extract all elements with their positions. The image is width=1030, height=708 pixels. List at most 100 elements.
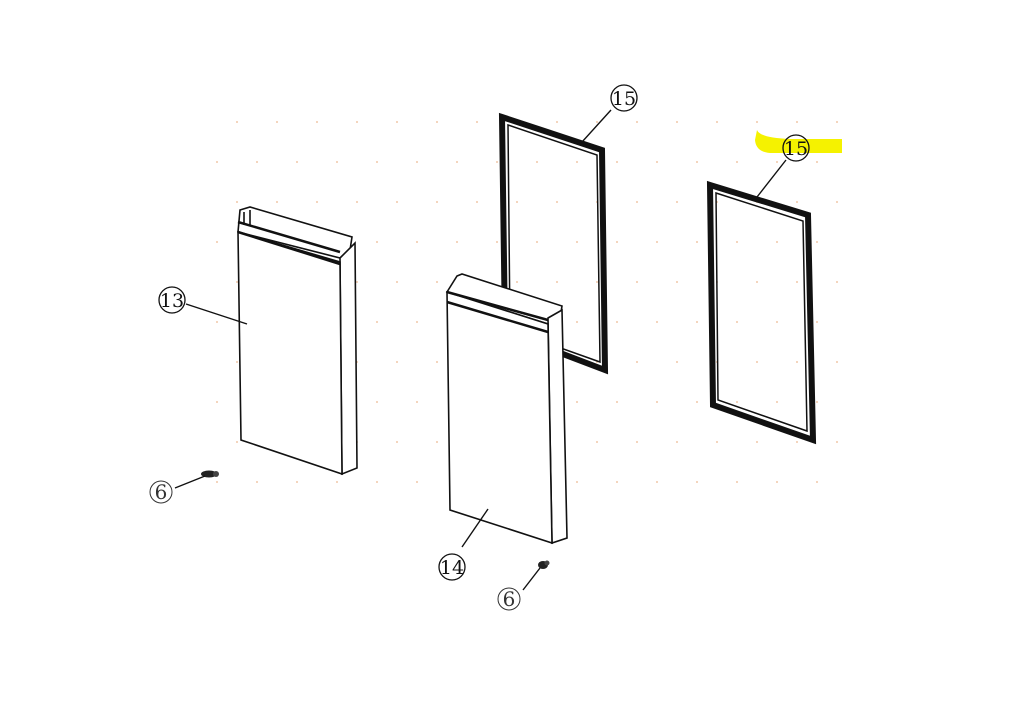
background-dot: [216, 321, 218, 323]
background-dot: [776, 481, 778, 483]
background-dot: [616, 401, 618, 403]
background-dot: [836, 361, 838, 363]
background-dot: [376, 401, 378, 403]
background-dot: [256, 481, 258, 483]
callout-15-right[interactable]: 15: [782, 134, 810, 162]
door-right[interactable]: [445, 273, 568, 545]
background-dot: [476, 121, 478, 123]
background-dot: [696, 401, 698, 403]
background-dot: [816, 161, 818, 163]
callout-14[interactable]: 14: [438, 553, 466, 581]
callout-15-center[interactable]: 15: [610, 84, 638, 112]
background-dot: [296, 481, 298, 483]
background-dot: [216, 481, 218, 483]
background-dot: [796, 121, 798, 123]
background-dot: [556, 281, 558, 283]
background-dot: [536, 161, 538, 163]
background-dot: [616, 321, 618, 323]
background-dot: [736, 161, 738, 163]
background-dot: [636, 361, 638, 363]
background-dot: [736, 401, 738, 403]
background-dot: [656, 241, 658, 243]
background-dot: [496, 241, 498, 243]
callout-label: 15: [784, 138, 808, 160]
background-dot: [356, 121, 358, 123]
background-dot: [816, 321, 818, 323]
background-dot: [776, 321, 778, 323]
background-dot: [836, 281, 838, 283]
background-dot: [836, 201, 838, 203]
background-dot: [236, 121, 238, 123]
background-dot: [696, 241, 698, 243]
background-dot: [836, 121, 838, 123]
background-dot: [416, 481, 418, 483]
background-dot: [376, 321, 378, 323]
background-dot: [556, 201, 558, 203]
background-dot: [796, 441, 798, 443]
background-dot: [656, 401, 658, 403]
background-dot: [556, 121, 558, 123]
background-dot: [836, 441, 838, 443]
hinge-part-right[interactable]: [538, 560, 550, 570]
callout-6-left[interactable]: 6: [149, 480, 173, 504]
background-dot: [676, 201, 678, 203]
background-dot: [676, 121, 678, 123]
hinge-part-left[interactable]: [201, 470, 219, 478]
background-dot: [416, 241, 418, 243]
background-dot: [396, 201, 398, 203]
background-dot: [736, 321, 738, 323]
background-dot: [236, 361, 238, 363]
callout-label: 14: [440, 557, 464, 579]
background-dot: [616, 481, 618, 483]
background-dot: [576, 241, 578, 243]
background-dot: [656, 481, 658, 483]
background-dot: [596, 441, 598, 443]
background-dot: [416, 161, 418, 163]
background-dot: [436, 201, 438, 203]
background-dot: [496, 161, 498, 163]
background-dot: [216, 161, 218, 163]
background-dot: [256, 161, 258, 163]
highlight-mark: [755, 130, 842, 153]
background-dot: [676, 361, 678, 363]
background-dot: [776, 401, 778, 403]
background-dot: [276, 121, 278, 123]
background-dot: [336, 161, 338, 163]
callout-label: 13: [160, 290, 184, 312]
background-dot: [216, 241, 218, 243]
background-dot: [716, 441, 718, 443]
background-dot: [296, 161, 298, 163]
background-dot: [576, 401, 578, 403]
background-dot: [696, 321, 698, 323]
callout-6-right[interactable]: 6: [497, 587, 521, 611]
background-dot: [236, 441, 238, 443]
callout-13[interactable]: 13: [158, 286, 186, 314]
background-dot: [376, 241, 378, 243]
background-dot: [676, 281, 678, 283]
background-dot: [636, 441, 638, 443]
leader-lines: [174, 109, 787, 591]
background-dot: [756, 441, 758, 443]
background-dot: [416, 321, 418, 323]
background-dot: [516, 201, 518, 203]
background-dot: [536, 241, 538, 243]
callout-label: 6: [155, 480, 168, 504]
background-dot: [436, 121, 438, 123]
background-dot: [676, 441, 678, 443]
door-left[interactable]: [237, 206, 358, 476]
background-dot: [236, 201, 238, 203]
background-dot: [356, 281, 358, 283]
gasket-right[interactable]: [706, 180, 817, 445]
background-dot: [456, 161, 458, 163]
background-dot: [336, 481, 338, 483]
background-dot: [696, 481, 698, 483]
background-dot: [756, 121, 758, 123]
background-dot: [756, 361, 758, 363]
background-dot: [596, 121, 598, 123]
background-dot: [776, 241, 778, 243]
background-dot: [376, 481, 378, 483]
gasket-center[interactable]: [498, 112, 609, 375]
background-dot: [376, 161, 378, 163]
